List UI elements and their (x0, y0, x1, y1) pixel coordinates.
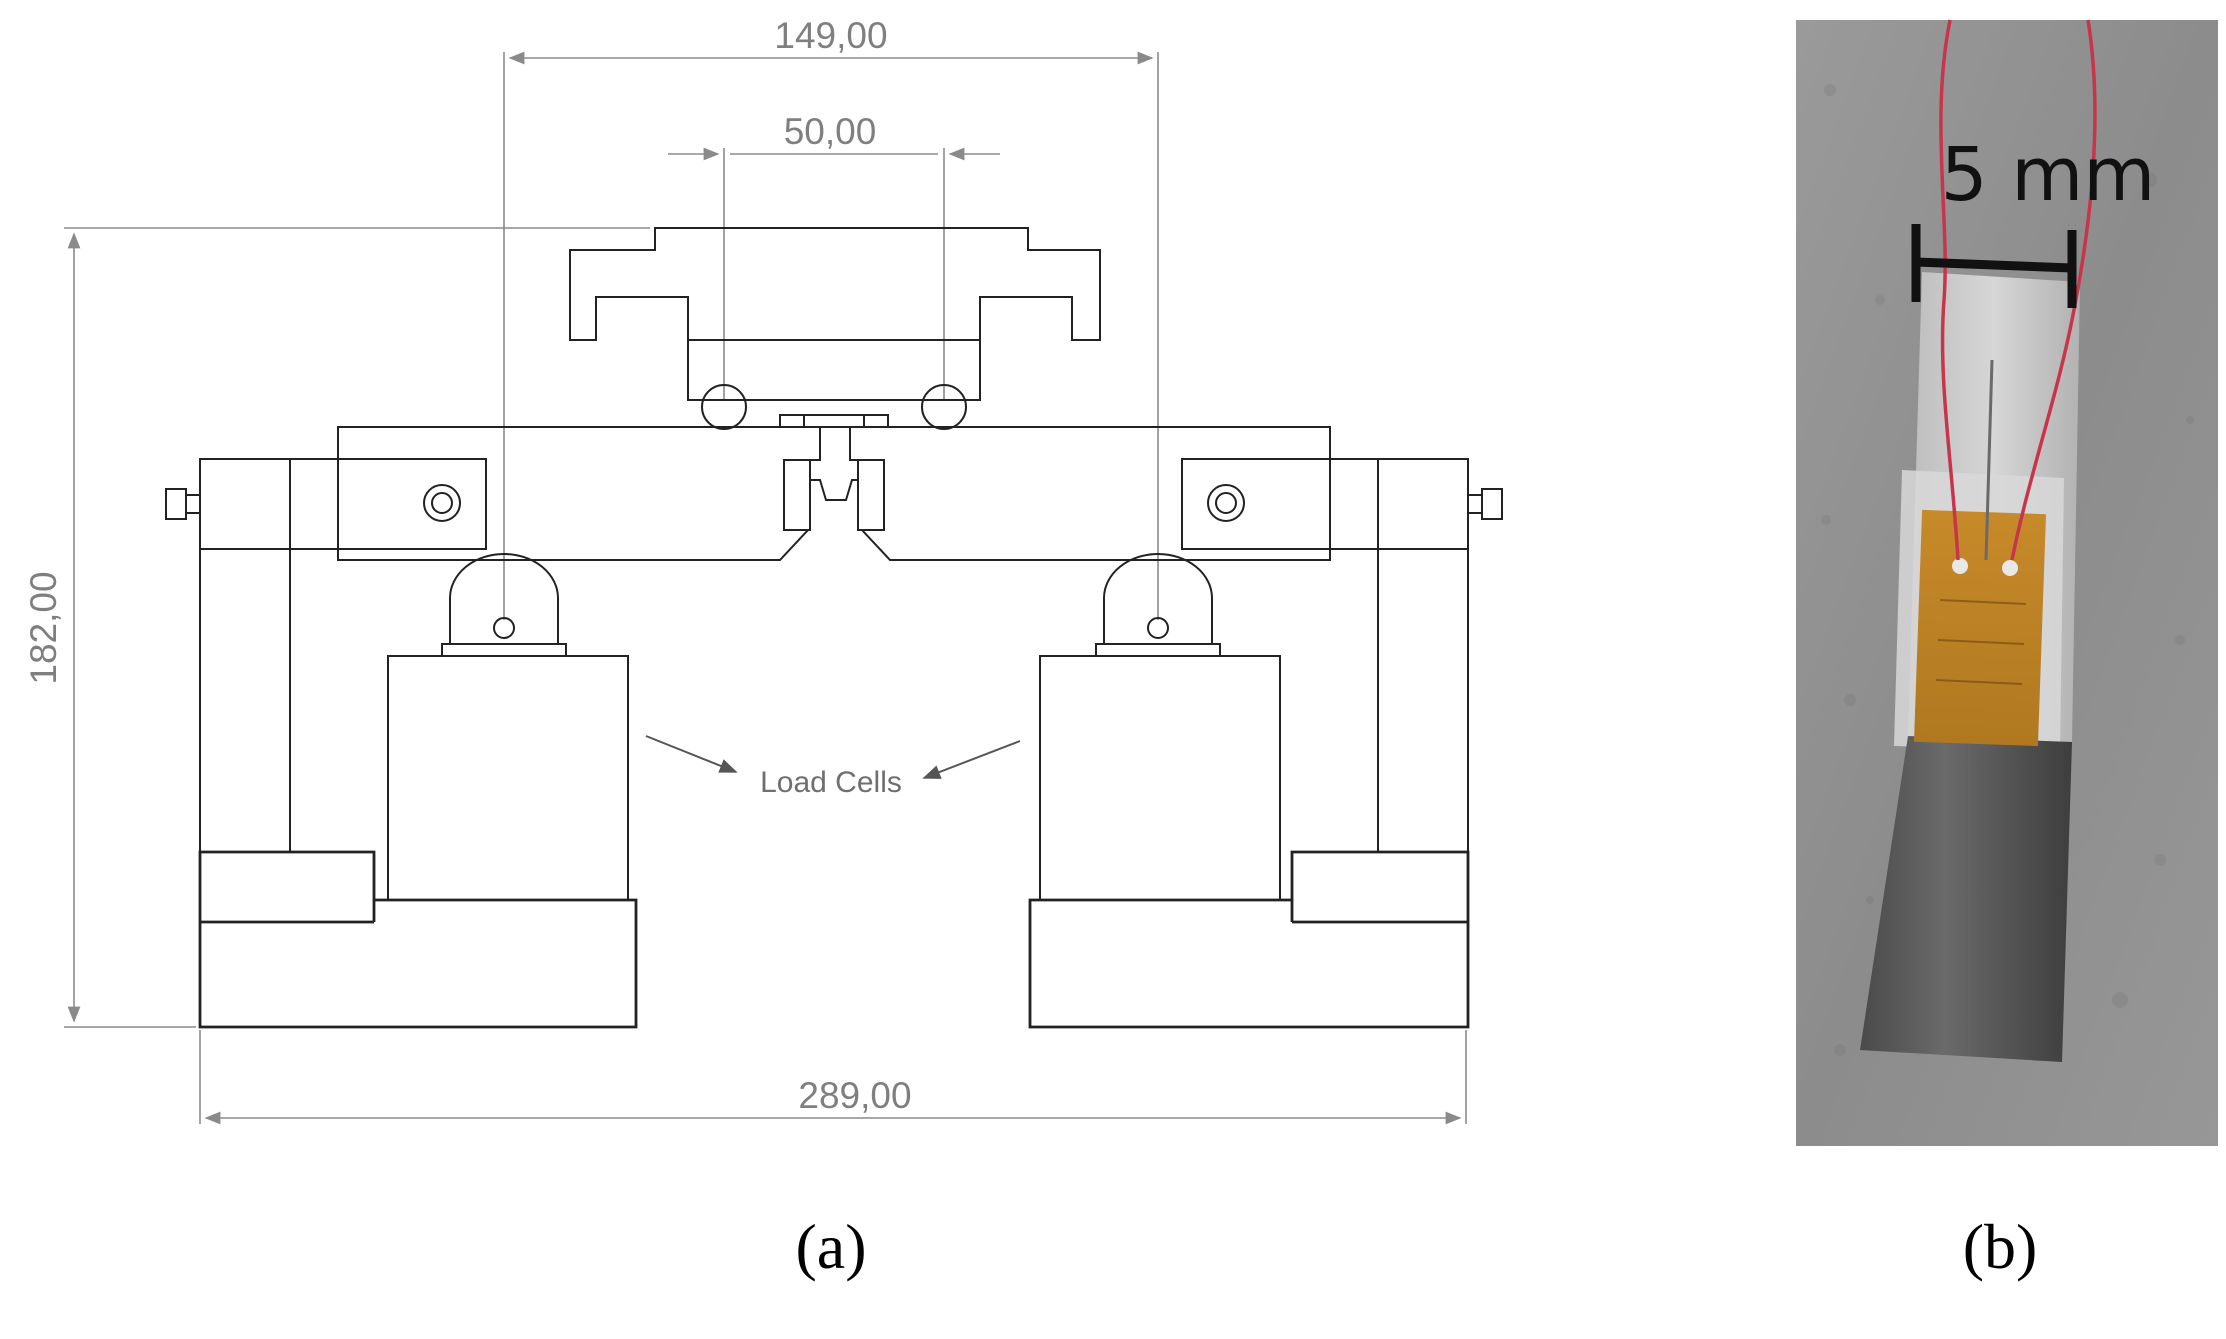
base-right (1028, 850, 1470, 1029)
dimension-289 (199, 1030, 1467, 1125)
side-arm-left (165, 458, 487, 852)
caption-b: (b) (1963, 1211, 2038, 1282)
scale-bar-label: 5 mm (1941, 132, 2156, 218)
scale-bar (1911, 224, 2077, 308)
annotation-arrows (645, 735, 1021, 779)
load-cells-annotation: Load Cells (760, 766, 902, 799)
top-fixture (569, 227, 1101, 430)
side-arm-right (1181, 458, 1503, 852)
technical-drawing (64, 51, 1503, 1125)
load-cell-right (1039, 553, 1281, 901)
dimension-289-label: 289,00 (798, 1075, 911, 1116)
specimen-photo: 5 mm (1796, 19, 2218, 1146)
roller-right (921, 384, 967, 430)
dimension-50-label: 50,00 (784, 111, 877, 152)
dimension-50 (668, 147, 1000, 400)
dimension-149-label: 149,00 (774, 15, 887, 56)
dimension-182-label: 182,00 (23, 571, 64, 684)
base-left (198, 850, 638, 1029)
dimension-182 (64, 227, 650, 1028)
load-cell-left (387, 553, 629, 901)
caption-a: (a) (795, 1211, 866, 1282)
dimension-149 (503, 51, 1159, 620)
roller-left (701, 384, 747, 430)
